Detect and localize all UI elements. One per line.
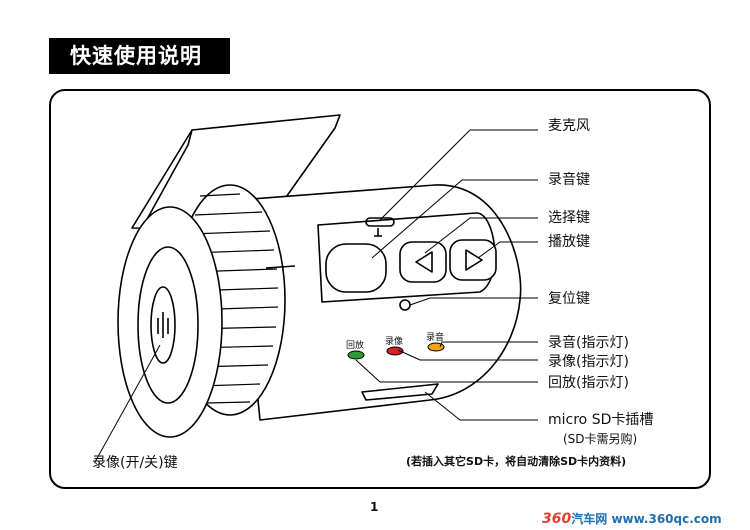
led-audio-icon — [427, 342, 445, 352]
watermark-text: 汽车网 — [571, 512, 608, 526]
callout-record-power-key: 录像(开/关)键 — [92, 455, 178, 471]
page-number: 1 — [370, 500, 379, 514]
callout-record-key: 录音键 — [548, 172, 590, 188]
callout-rec-audio-indicator: 录音(指示灯) — [548, 335, 629, 351]
content-frame — [49, 89, 711, 489]
led-playback-icon — [347, 350, 365, 360]
callout-reset-key: 复位键 — [548, 291, 590, 307]
callout-playback-indicator: 回放(指示灯) — [548, 375, 629, 391]
watermark: 360汽车网 www.360qc.com — [542, 510, 722, 527]
led-playback-label: 回放 — [346, 341, 365, 351]
led-audio-label: 录音 — [426, 333, 445, 343]
watermark-number: 360 — [542, 511, 572, 527]
callout-sd-slot-note: (SD卡需另购) — [563, 432, 638, 446]
page-title: 快速使用说明 — [49, 38, 230, 74]
callout-sd-slot: micro SD卡插槽 — [548, 412, 654, 428]
callout-microphone: 麦克风 — [548, 118, 590, 134]
led-video-icon — [386, 346, 404, 356]
sd-warning-note: (若插入其它SD卡，将自动清除SD卡内资料) — [406, 455, 627, 468]
callout-play-key: 播放键 — [548, 234, 590, 250]
led-video-label: 录像 — [385, 337, 404, 347]
callout-select-key: 选择键 — [548, 210, 590, 226]
watermark-url: www.360qc.com — [611, 512, 722, 526]
callout-rec-video-indicator: 录像(指示灯) — [548, 354, 629, 370]
